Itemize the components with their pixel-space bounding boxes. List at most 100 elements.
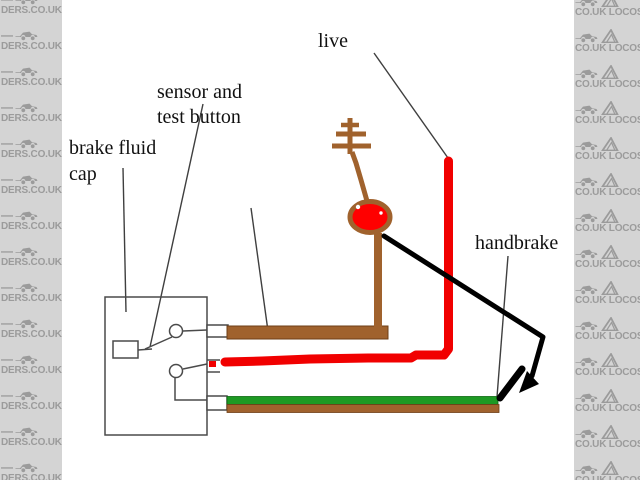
watermark-text: DERS.CO.UK LO xyxy=(1,5,62,16)
locost-logo-icon xyxy=(601,317,619,331)
terminal-top xyxy=(168,323,184,339)
car-icon xyxy=(15,0,38,5)
watermark-glyphs xyxy=(1,26,62,41)
watermark-text: DERS.CO.UK LO xyxy=(1,437,62,448)
locost-logo-icon xyxy=(601,29,619,43)
green-wire-brown-strand xyxy=(226,404,500,413)
watermark-tile: DERS.CO.UK LO xyxy=(1,458,62,480)
watermark-text: DERS.CO.UK LO xyxy=(1,473,62,480)
locost-logo-icon xyxy=(601,461,619,475)
watermark-glyphs xyxy=(575,64,640,79)
watermark-tile: DERS.CO.UK LO xyxy=(1,242,62,278)
watermark-glyphs xyxy=(575,244,640,259)
motion-line-icon xyxy=(1,395,13,397)
watermark-text: DERS.CO.UK LO xyxy=(1,293,62,304)
locost-logo-icon xyxy=(601,245,619,259)
watermark-glyphs xyxy=(1,242,62,257)
label-brake-line2: cap xyxy=(69,163,97,185)
watermark-text: CO.UK LOCOST xyxy=(575,331,640,342)
motion-line-icon xyxy=(1,0,13,1)
watermark-glyphs xyxy=(575,172,640,187)
watermark-tile: DERS.CO.UK LO xyxy=(1,422,62,458)
terminal-bottom xyxy=(168,363,184,379)
car-icon xyxy=(15,67,38,77)
watermark-glyphs xyxy=(575,136,640,151)
watermark-tile: CO.UK LOCOST xyxy=(575,388,640,424)
car-icon xyxy=(575,141,598,151)
leader-line-live xyxy=(373,52,449,159)
bulb-stem xyxy=(349,151,370,202)
car-icon xyxy=(15,427,38,437)
watermark-text: DERS.CO.UK LO xyxy=(1,41,62,52)
watermark-glyphs xyxy=(1,0,62,5)
watermark-tile: DERS.CO.UK LO xyxy=(1,386,62,422)
locost-logo-icon xyxy=(601,425,619,439)
connector-tab-bottom xyxy=(206,395,228,411)
watermark-glyphs xyxy=(1,422,62,437)
watermark-glyphs xyxy=(575,424,640,439)
motion-line-icon xyxy=(1,107,13,109)
connector-tab-top xyxy=(206,324,229,338)
leader-line-handbrake xyxy=(496,255,509,398)
locost-logo-icon xyxy=(601,353,619,367)
watermark-glyphs xyxy=(1,170,62,185)
car-icon xyxy=(575,177,598,187)
bulb-glint xyxy=(355,204,361,210)
watermark-text: CO.UK LOCOST xyxy=(575,79,640,90)
watermark-tile: CO.UK LOCOST xyxy=(575,244,640,280)
motion-line-icon xyxy=(1,35,13,37)
watermark-text: DERS.CO.UK LO xyxy=(1,221,62,232)
label-sensor-line1: sensor and xyxy=(157,81,242,103)
red-live-wire xyxy=(220,156,453,367)
watermark-glyphs xyxy=(1,98,62,113)
label-handbrake: handbrake xyxy=(475,232,559,254)
motion-line-icon xyxy=(1,431,13,433)
watermark-text: CO.UK LOCOST xyxy=(575,223,640,234)
locost-logo-icon xyxy=(601,209,619,223)
watermark-tile: CO.UK LOCOST xyxy=(575,0,640,28)
watermark-text: CO.UK LOCOST xyxy=(575,403,640,414)
watermark-tile: DERS.CO.UK LO xyxy=(1,350,62,386)
watermark-text: DERS.CO.UK LO xyxy=(1,257,62,268)
watermark-glyphs xyxy=(1,314,62,329)
watermark-glyphs xyxy=(575,28,640,43)
motion-line-icon xyxy=(1,251,13,253)
car-icon xyxy=(15,391,38,401)
watermark-text: DERS.CO.UK LO xyxy=(1,365,62,376)
car-icon xyxy=(15,103,38,113)
car-icon xyxy=(575,33,598,43)
terminal-bottom-link-lower xyxy=(174,378,207,401)
watermark-tile: CO.UK LOCOST xyxy=(575,316,640,352)
label-live: live xyxy=(318,30,348,52)
locost-logo-icon xyxy=(601,173,619,187)
watermark-glyphs xyxy=(575,0,640,7)
motion-line-icon xyxy=(1,71,13,73)
car-icon xyxy=(575,321,598,331)
watermark-tile: DERS.CO.UK LO xyxy=(1,134,62,170)
watermark-glyphs xyxy=(575,388,640,403)
watermark-text: DERS.CO.UK LO xyxy=(1,329,62,340)
watermark-tile: DERS.CO.UK LO xyxy=(1,314,62,350)
handbrake-lever xyxy=(496,365,526,402)
watermark-tile: DERS.CO.UK LO xyxy=(1,98,62,134)
car-icon xyxy=(15,139,38,149)
watermark-tile: CO.UK LOCOST xyxy=(575,280,640,316)
leader-line-sensor xyxy=(149,103,204,348)
warning-bulb xyxy=(347,199,393,235)
terminal-bottom-link-mid xyxy=(182,363,208,370)
motion-line-icon xyxy=(1,359,13,361)
car-icon xyxy=(575,429,598,439)
car-icon xyxy=(15,211,38,221)
watermark-tile: CO.UK LOCOST xyxy=(575,424,640,460)
watermark-glyphs xyxy=(575,352,640,367)
watermark-tile: CO.UK LOCOST xyxy=(575,136,640,172)
car-icon xyxy=(575,105,598,115)
watermark-tile: DERS.CO.UK LO xyxy=(1,206,62,242)
watermark-tile: DERS.CO.UK LO xyxy=(1,0,62,26)
test-button-link xyxy=(137,348,153,351)
watermark-tile: CO.UK LOCOST xyxy=(575,460,640,480)
watermark-text: CO.UK LOCOST xyxy=(575,187,640,198)
car-icon xyxy=(15,31,38,41)
car-icon xyxy=(575,393,598,403)
